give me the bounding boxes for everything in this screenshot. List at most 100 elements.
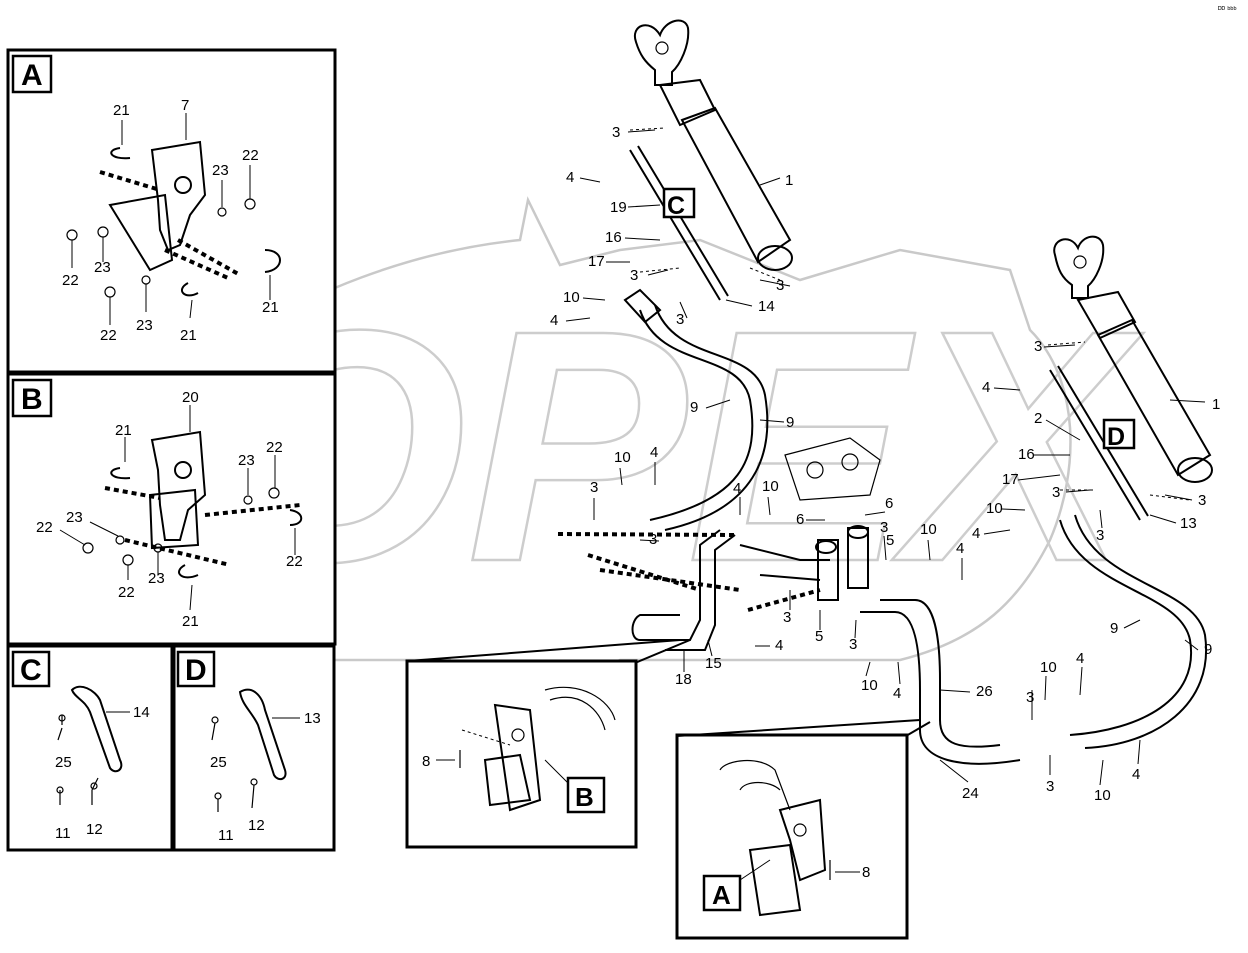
valve-block: [784, 437, 881, 501]
callout-9: 9: [1204, 641, 1212, 658]
callout-23: 23: [66, 509, 83, 526]
callout-23: 23: [212, 162, 229, 179]
panel-d: D 13 25 11 12: [172, 644, 336, 852]
callout-5: 5: [886, 532, 894, 549]
callout-21: 21: [262, 299, 279, 316]
callout-22: 22: [266, 439, 283, 456]
callout-18: 18: [675, 671, 692, 688]
watermark: OPEX: [67, 196, 1145, 702]
tag-c: C: [667, 192, 685, 220]
callout-4: 4: [733, 480, 741, 497]
callout-22: 22: [36, 519, 53, 536]
callout-10: 10: [861, 677, 878, 694]
callout-12: 12: [248, 817, 265, 834]
callout-22: 22: [118, 584, 135, 601]
callout-4: 4: [1076, 650, 1084, 667]
callout-1: 1: [785, 172, 793, 189]
callout-23: 23: [238, 452, 255, 469]
panel-d-letter: D: [185, 654, 207, 687]
callout-22: 22: [62, 272, 79, 289]
callout-21: 21: [113, 102, 130, 119]
callout-22: 22: [100, 327, 117, 344]
panel-a: A 21 7 23 22 22 23 22 23 21 21: [6, 48, 337, 374]
callout-2: 2: [1034, 410, 1042, 427]
callout-3: 3: [649, 531, 657, 548]
callout-8: 8: [422, 753, 430, 770]
callout-24: 24: [962, 785, 979, 802]
panel-c-letter: C: [20, 654, 42, 687]
callout-3: 3: [1052, 484, 1060, 501]
callout-15: 15: [705, 655, 722, 672]
panel-b: B 20 21 23 22 23 22 22 23 22 21 21: [6, 372, 337, 646]
callout-11: 11: [55, 825, 71, 842]
corner-code: ᴰᴰ ᵇᵇᵇ: [1218, 5, 1236, 14]
callout-3: 3: [630, 267, 638, 284]
callout-1: 1: [1212, 396, 1220, 413]
panel-b-letter: B: [21, 383, 43, 416]
callout-3: 3: [676, 311, 684, 328]
callout-20: 20: [182, 389, 199, 406]
callout-16: 16: [1018, 446, 1035, 463]
callout-11: 11: [218, 827, 234, 844]
tag-b: B: [575, 782, 594, 812]
callout-4: 4: [775, 637, 783, 654]
callout-16: 16: [605, 229, 622, 246]
callout-23: 23: [148, 570, 165, 587]
callout-5: 5: [815, 628, 823, 645]
callout-9: 9: [1110, 620, 1118, 637]
center-tubes: [631, 525, 1021, 765]
rod-19: [629, 145, 729, 301]
inset-a: 8 A: [675, 719, 931, 940]
callout-4: 4: [956, 540, 964, 557]
callout-10: 10: [986, 500, 1003, 517]
callout-17: 17: [1002, 471, 1019, 488]
callout-3: 3: [783, 609, 791, 626]
callout-13: 13: [1180, 515, 1197, 532]
panel-c: C 14 25 11 12: [6, 644, 174, 852]
watermark-text: OPEX: [210, 261, 1144, 630]
callout-10: 10: [563, 289, 580, 306]
callout-3: 3: [590, 479, 598, 496]
callout-3: 3: [776, 277, 784, 294]
callout-21: 21: [182, 613, 199, 630]
callout-4: 4: [972, 525, 980, 542]
tag-d: D: [1107, 423, 1125, 451]
dashed-guides: [557, 127, 1191, 612]
callout-3: 3: [849, 636, 857, 653]
callout-3: 3: [1096, 527, 1104, 544]
callout-10: 10: [1094, 787, 1111, 804]
callout-3: 3: [880, 519, 888, 536]
callout-3: 3: [1198, 492, 1206, 509]
callout-23: 23: [94, 259, 111, 276]
callout-4: 4: [550, 312, 558, 329]
callout-17: 17: [588, 253, 605, 270]
callout-22: 22: [242, 147, 259, 164]
callout-22: 22: [286, 553, 303, 570]
callout-10: 10: [920, 521, 937, 538]
callout-3: 3: [1026, 689, 1034, 706]
callout-3: 3: [1046, 778, 1054, 795]
callout-23: 23: [136, 317, 153, 334]
panel-a-letter: A: [21, 59, 43, 92]
callout-10: 10: [614, 449, 631, 466]
callout-13: 13: [304, 710, 321, 727]
callout-9: 9: [690, 399, 698, 416]
callout-4: 4: [1132, 766, 1140, 783]
callout-14: 14: [133, 704, 150, 721]
callout-6: 6: [885, 495, 893, 512]
callout-9: 9: [786, 414, 794, 431]
callout-25: 25: [55, 754, 72, 771]
right-cylinder: [1053, 235, 1213, 483]
callout-19: 19: [610, 199, 627, 216]
tag-a: A: [712, 880, 731, 910]
hoses-right: [1059, 514, 1208, 749]
callout-26: 26: [976, 683, 993, 700]
callout-10: 10: [762, 478, 779, 495]
callout-4: 4: [982, 379, 990, 396]
callout-21: 21: [115, 422, 132, 439]
callout-7: 7: [181, 97, 189, 114]
hoses-left: [623, 288, 769, 531]
callout-21: 21: [180, 327, 197, 344]
